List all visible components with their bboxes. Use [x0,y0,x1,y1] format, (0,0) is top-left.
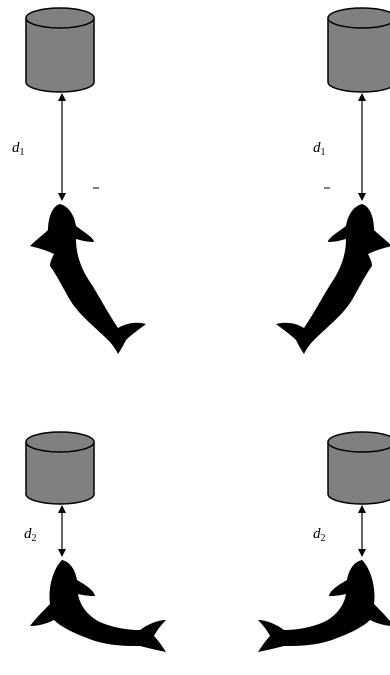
label-var: d [313,526,321,542]
label-var: d [313,140,321,156]
fish-silhouette-icon [276,204,390,354]
fish-silhouette-icon [30,204,146,354]
container-bottom-right-icon [327,431,390,505]
label-d2-right: d2 [313,527,326,544]
label-d1-right: d1 [313,141,326,158]
label-var: d [12,140,20,156]
container-top-right-icon [327,7,390,93]
label-d1-left: d1 [12,141,25,158]
container-top-left-icon [25,7,95,93]
label-sub: 1 [19,147,25,158]
fish-silhouette-icon [30,560,166,652]
label-var: d [24,526,32,542]
label-sub: 2 [31,533,37,544]
label-sub: 1 [320,147,326,158]
fish-silhouette-icon [258,560,390,652]
label-d2-left: d2 [24,527,37,544]
label-sub: 2 [320,533,326,544]
container-bottom-left-icon [25,431,95,505]
